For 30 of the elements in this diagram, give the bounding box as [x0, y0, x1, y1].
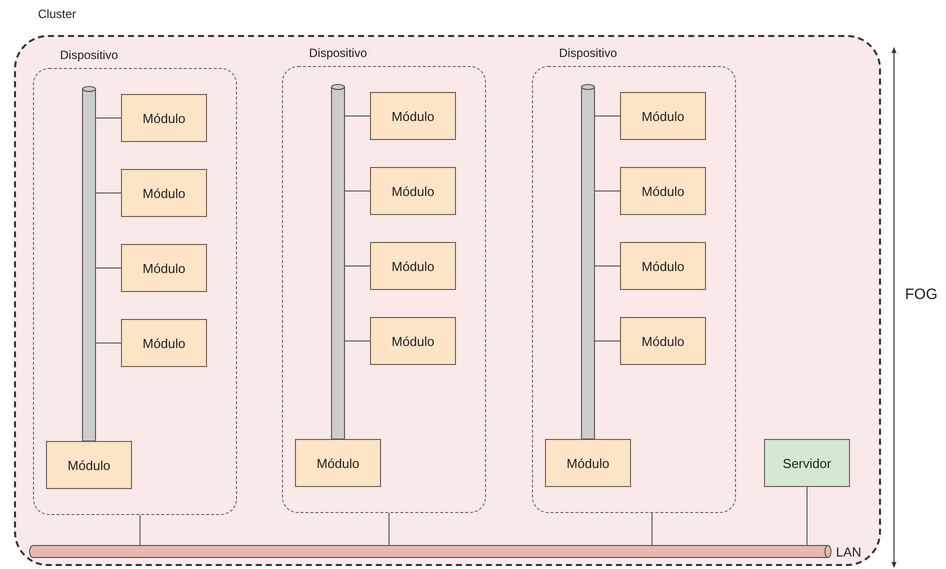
- module-box: Módulo: [370, 92, 456, 140]
- module-box: Módulo: [620, 317, 706, 365]
- connector-line: [594, 340, 620, 342]
- server-box: Servidor: [764, 439, 850, 487]
- module-box: Módulo: [620, 92, 706, 140]
- module-box: Módulo: [121, 319, 207, 367]
- layer-label: FOG: [905, 286, 938, 303]
- cluster-title: Cluster: [38, 7, 76, 21]
- bus-label: LAN: [836, 544, 862, 559]
- module-box: Módulo: [46, 441, 132, 489]
- connector-line: [388, 512, 390, 546]
- connector-line: [96, 342, 122, 344]
- connector-line: [806, 486, 808, 546]
- device-title: Dispositivo: [60, 48, 118, 62]
- module-box: Módulo: [121, 244, 207, 292]
- module-box: Módulo: [295, 439, 381, 487]
- module-box: Módulo: [370, 167, 456, 215]
- module-box: Módulo: [545, 439, 631, 487]
- connector-line: [344, 190, 370, 192]
- connector-line: [344, 340, 370, 342]
- module-box: Módulo: [620, 242, 706, 290]
- module-box: Módulo: [370, 242, 456, 290]
- connector-line: [96, 192, 122, 194]
- module-box: Módulo: [370, 317, 456, 365]
- device-title: Dispositivo: [559, 46, 618, 60]
- device-title: Dispositivo: [309, 46, 368, 60]
- connector-line: [594, 190, 620, 192]
- module-box: Módulo: [121, 94, 207, 142]
- module-box: Módulo: [620, 167, 706, 215]
- module-box: Módulo: [121, 169, 207, 217]
